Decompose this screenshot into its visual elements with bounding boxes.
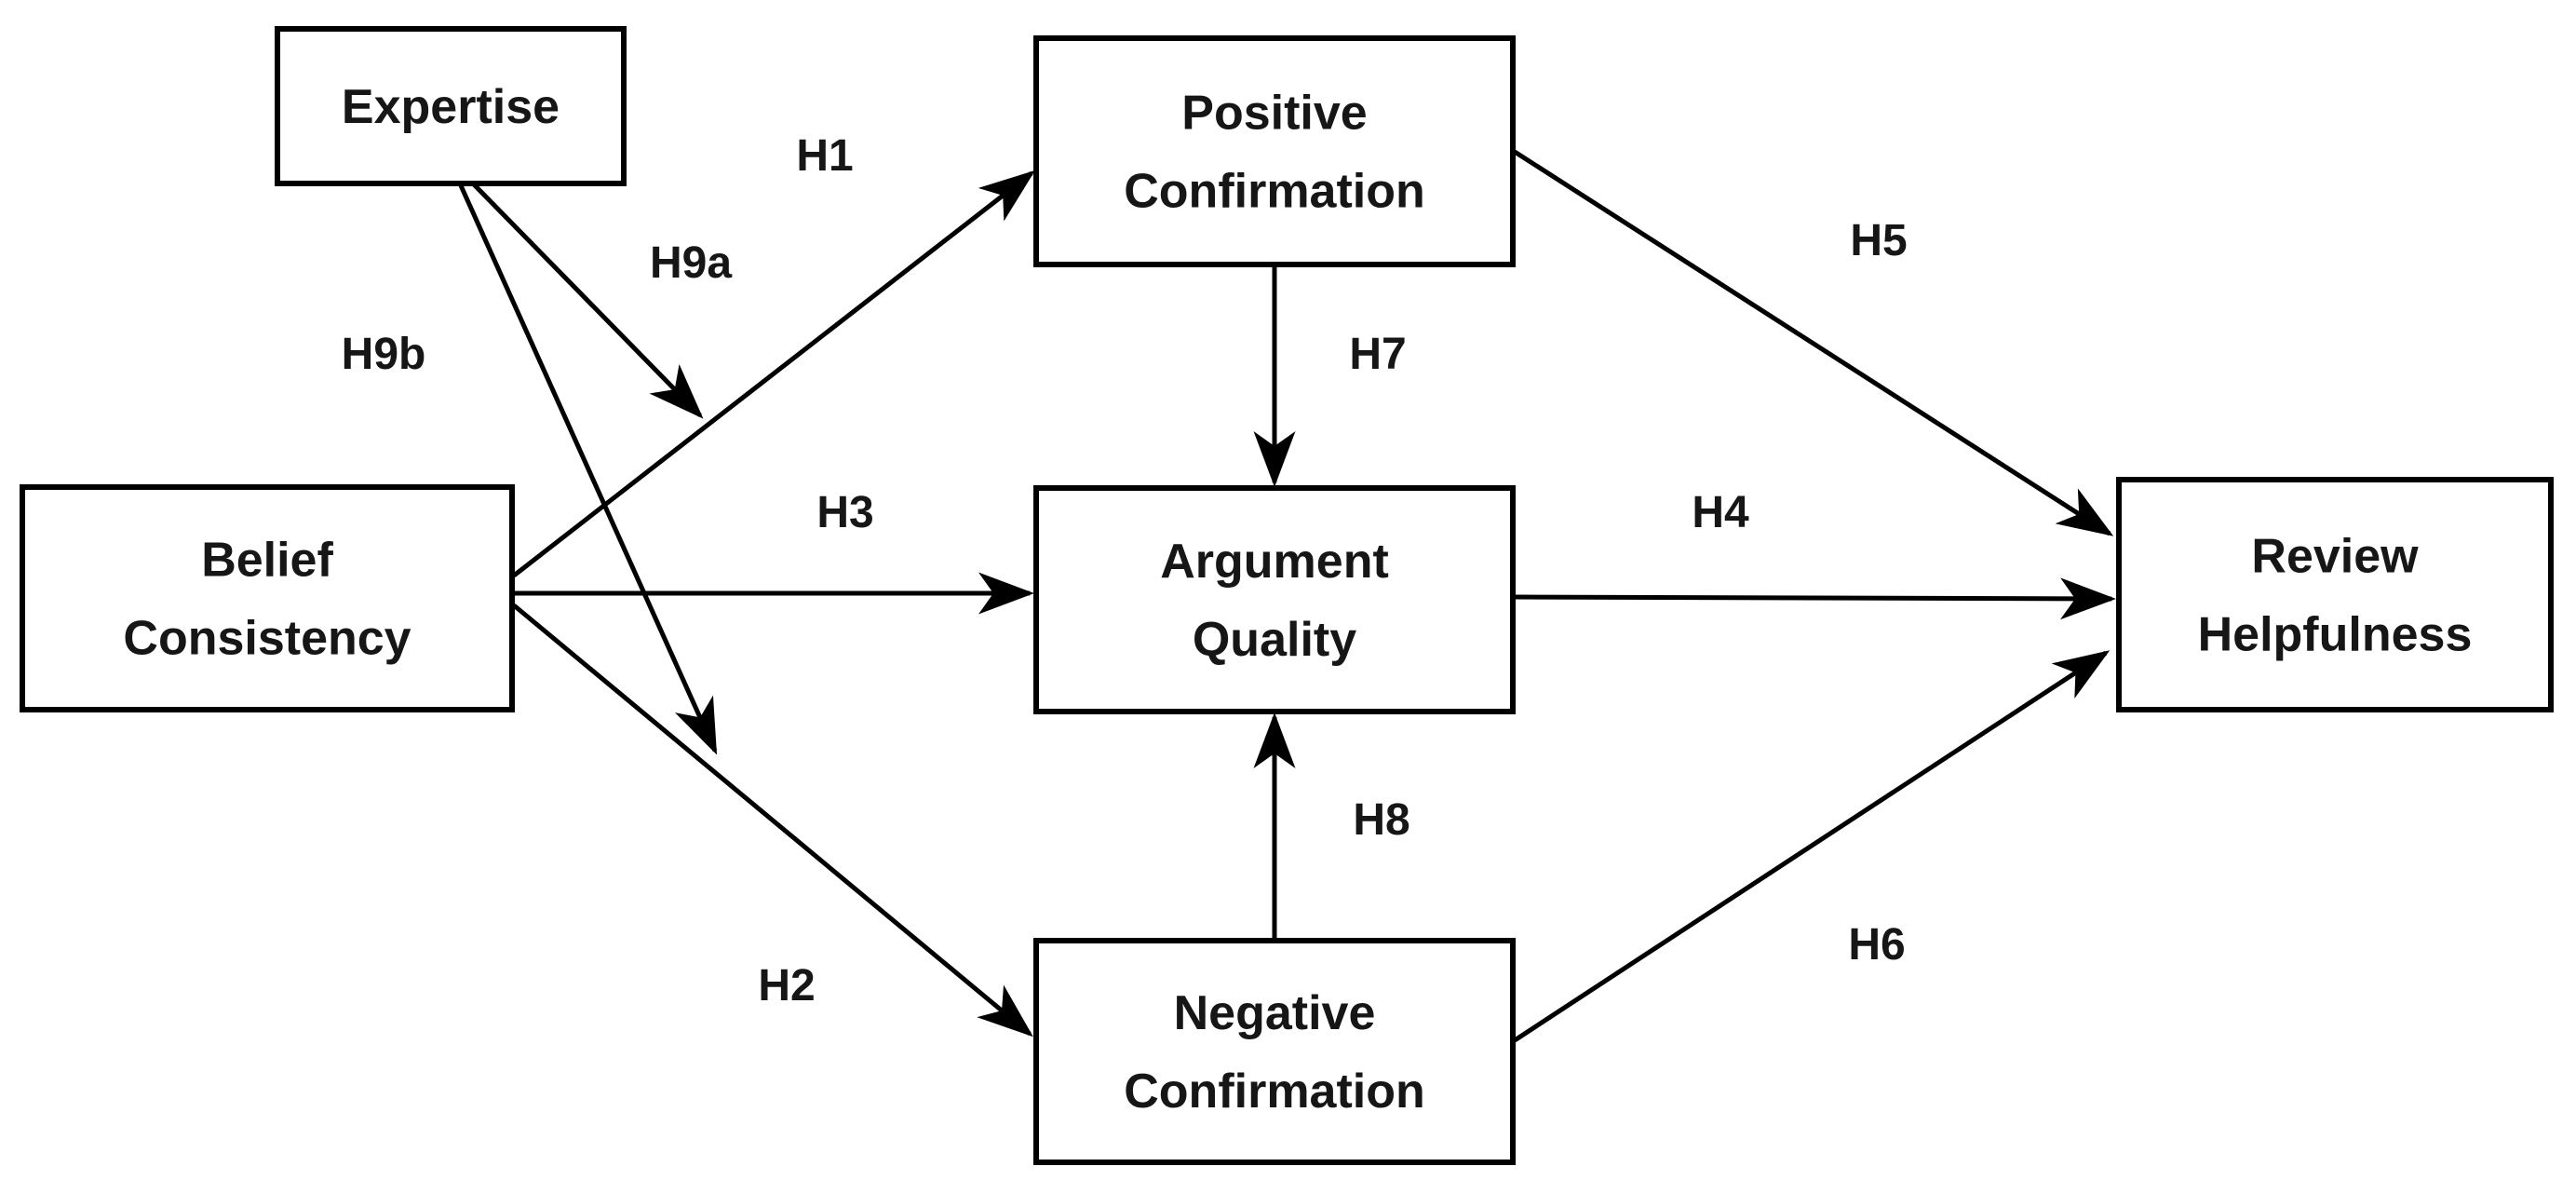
node-box-positive-confirmation: [1033, 35, 1516, 267]
edge-arrow-H5: [1513, 149, 2114, 536]
edge-label-H5: H5: [1850, 216, 1907, 265]
edge-H5: H5: [1513, 149, 2114, 536]
edge-label-H8: H8: [1353, 795, 1409, 845]
edge-H7: H7: [1253, 266, 1407, 487]
edge-arrow-H2: [512, 604, 1033, 1038]
edge-H8: H8: [1253, 712, 1410, 939]
node-box-review-helpfulness: [2116, 477, 2554, 712]
edge-H9a: H9a: [471, 182, 732, 419]
node-expertise: Expertise: [275, 26, 627, 186]
edge-label-H3: H3: [816, 488, 873, 537]
edge-H4: H4: [1514, 488, 2116, 620]
edge-label-H9b: H9b: [342, 330, 426, 379]
node-box-belief-consistency: [20, 484, 515, 712]
edge-arrow-H1: [512, 170, 1035, 577]
node-box-argument-quality: [1033, 485, 1516, 714]
edge-H9b: H9b: [342, 182, 718, 755]
edge-arrow-H9a: [471, 182, 704, 419]
edge-label-H9a: H9a: [650, 238, 732, 288]
edge-label-H6: H6: [1848, 920, 1905, 970]
edge-H2: H2: [512, 604, 1033, 1038]
edge-label-H7: H7: [1349, 330, 1406, 379]
node-box-negative-confirmation: [1033, 938, 1516, 1165]
edge-label-H1: H1: [796, 131, 853, 181]
node-label-expertise: Expertise: [342, 80, 560, 134]
edge-H6: H6: [1513, 650, 2111, 1043]
edge-arrow-H6: [1513, 650, 2111, 1043]
edge-arrow-H9b: [457, 182, 718, 755]
edge-label-H2: H2: [758, 961, 815, 1010]
node-box-expertise: [275, 26, 627, 186]
edge-label-H4: H4: [1692, 488, 1749, 537]
edge-H1: H1: [512, 131, 1035, 577]
edge-arrow-H4: [1514, 577, 2116, 620]
edge-H3: H3: [514, 488, 1034, 615]
